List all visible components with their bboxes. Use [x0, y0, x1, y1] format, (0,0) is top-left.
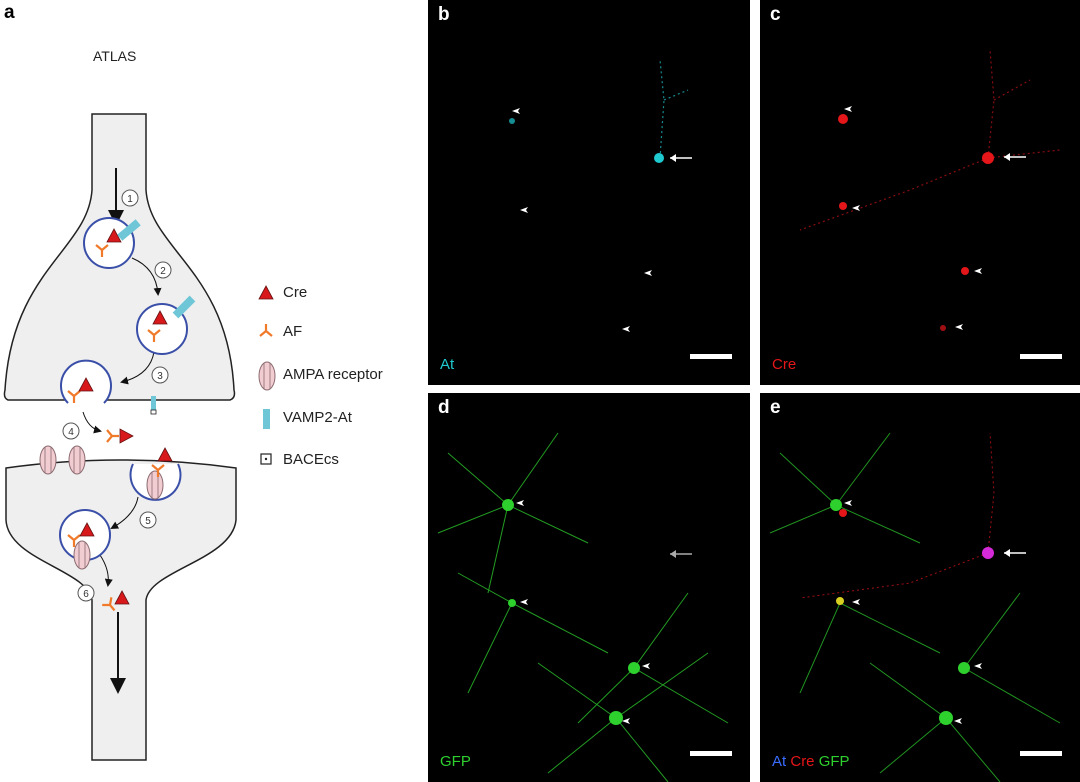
- channel-label-gfp: GFP: [440, 753, 471, 770]
- step-2: 2: [160, 266, 166, 277]
- step-3: 3: [157, 371, 163, 382]
- panel-e-label: e: [770, 397, 781, 418]
- scale-bar: [1020, 354, 1062, 359]
- panel-c-cre-image: c Cre: [760, 0, 1080, 385]
- channel-label-at: At: [772, 753, 787, 770]
- panel-d-gfp-image: d GFP: [428, 393, 750, 782]
- vesicle-3: [60, 359, 112, 405]
- step-6: 6: [83, 589, 89, 600]
- scale-bar: [690, 354, 732, 359]
- vesicle-5: [59, 509, 111, 570]
- channel-label-gfp: GFP: [818, 753, 850, 770]
- legend-ampa: AMPA receptor: [283, 366, 383, 383]
- legend-bacecs: BACEcs: [283, 451, 339, 468]
- vesicle-2: [136, 295, 196, 355]
- legend-cre: Cre: [283, 284, 308, 301]
- diagram-title: ATLAS: [93, 48, 137, 64]
- channel-labels-merge: At Cre GFP: [772, 753, 850, 770]
- step-4: 4: [68, 427, 74, 438]
- panel-c-label: c: [770, 4, 781, 25]
- panel-b-at-image: b At: [428, 0, 750, 385]
- step-5: 5: [145, 516, 151, 527]
- scale-bar: [1020, 751, 1062, 756]
- vamp2-at-icon: [263, 409, 270, 429]
- panel-e-merge-image: e At Cre GFP: [760, 393, 1080, 782]
- af-antibody-icon: [258, 322, 274, 338]
- ampa-receptor-icon: [258, 361, 276, 391]
- panel-a-label: a: [4, 2, 15, 23]
- channel-label-at: At: [440, 356, 455, 373]
- step-1: 1: [127, 194, 133, 205]
- atlas-synapse-diagram: 1 2 3 4 5 6: [3, 113, 276, 761]
- cre-triangle-icon: [258, 285, 274, 300]
- channel-label-cre: Cre: [790, 753, 815, 770]
- postsynaptic-terminal: [5, 459, 237, 761]
- vesicle-4: [129, 447, 182, 501]
- legend-af: AF: [283, 323, 303, 340]
- scale-bar: [690, 751, 732, 756]
- legend-vamp2: VAMP2-At: [283, 409, 352, 426]
- panel-d-label: d: [438, 397, 450, 418]
- vesicle-1: [83, 217, 141, 269]
- panel-b-label: b: [438, 4, 450, 25]
- channel-label-cre: Cre: [772, 356, 797, 373]
